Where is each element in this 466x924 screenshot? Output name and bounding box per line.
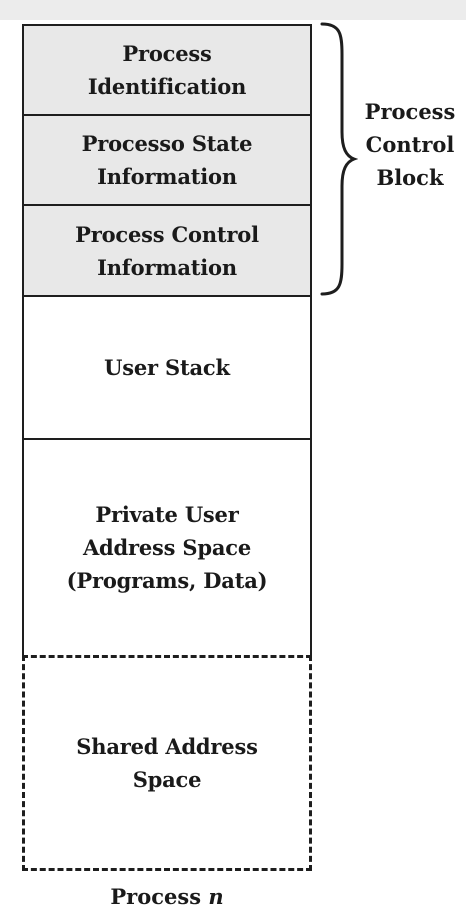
private-user-address-space-label: Private User Address Space (Programs, Da… <box>66 502 268 593</box>
process-state-information-block: Processo State Information <box>22 114 312 206</box>
shared-address-space-label: Shared Address Space <box>76 734 258 792</box>
user-stack-block: User Stack <box>22 295 312 440</box>
curly-brace-icon <box>320 22 358 296</box>
process-control-block-label: Process Control Block <box>364 99 456 190</box>
diagram-caption: Process n <box>22 884 312 909</box>
process-identification-block: Process Identification <box>22 24 312 116</box>
caption-prefix: Process <box>110 884 202 909</box>
process-control-information-label: Process Control Information <box>75 221 259 280</box>
private-user-address-space-block: Private User Address Space (Programs, Da… <box>22 438 312 657</box>
shared-address-space-block: Shared Address Space <box>22 655 312 871</box>
process-control-information-block: Process Control Information <box>22 204 312 297</box>
caption-variable: n <box>208 884 224 909</box>
top-bar <box>0 0 466 20</box>
process-identification-label: Process Identification <box>87 41 247 99</box>
process-state-information-label: Processo State Information <box>81 131 253 189</box>
user-stack-label: User Stack <box>104 355 230 380</box>
